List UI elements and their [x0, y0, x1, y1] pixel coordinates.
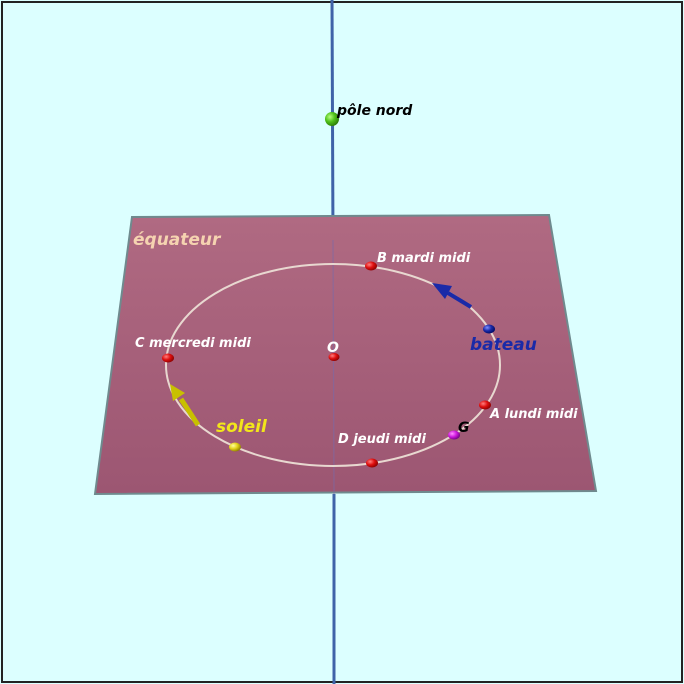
point-d-label: D jeudi midi	[338, 432, 426, 447]
sun-label: soleil	[216, 417, 268, 437]
sun-arrow-head	[170, 384, 185, 401]
boat-label: bateau	[470, 335, 537, 355]
north-pole-label: pôle nord	[336, 103, 413, 119]
boat-arrow-shaft	[446, 291, 473, 309]
north-pole-point	[325, 112, 339, 126]
point-c	[162, 353, 174, 363]
point-b	[365, 261, 377, 271]
equator-label: équateur	[133, 230, 222, 250]
boat-arrow-head	[432, 283, 452, 299]
orbit-circle	[165, 263, 501, 467]
polar-axis-through-plane	[332, 239, 335, 495]
point-g-label: G	[458, 420, 470, 436]
point-c-label: C mercredi midi	[135, 336, 251, 351]
point-a	[479, 400, 491, 410]
boat-point	[483, 324, 495, 334]
equatorial-plane	[93, 213, 598, 496]
origin-point	[328, 353, 340, 361]
point-b-label: B mardi midi	[377, 251, 471, 266]
point-d	[366, 458, 378, 468]
sun-arrow-shaft	[178, 397, 201, 427]
point-a-label: A lundi midi	[489, 407, 578, 422]
sun-point	[229, 442, 241, 452]
point-g	[448, 430, 460, 440]
origin-label: O	[327, 340, 339, 356]
